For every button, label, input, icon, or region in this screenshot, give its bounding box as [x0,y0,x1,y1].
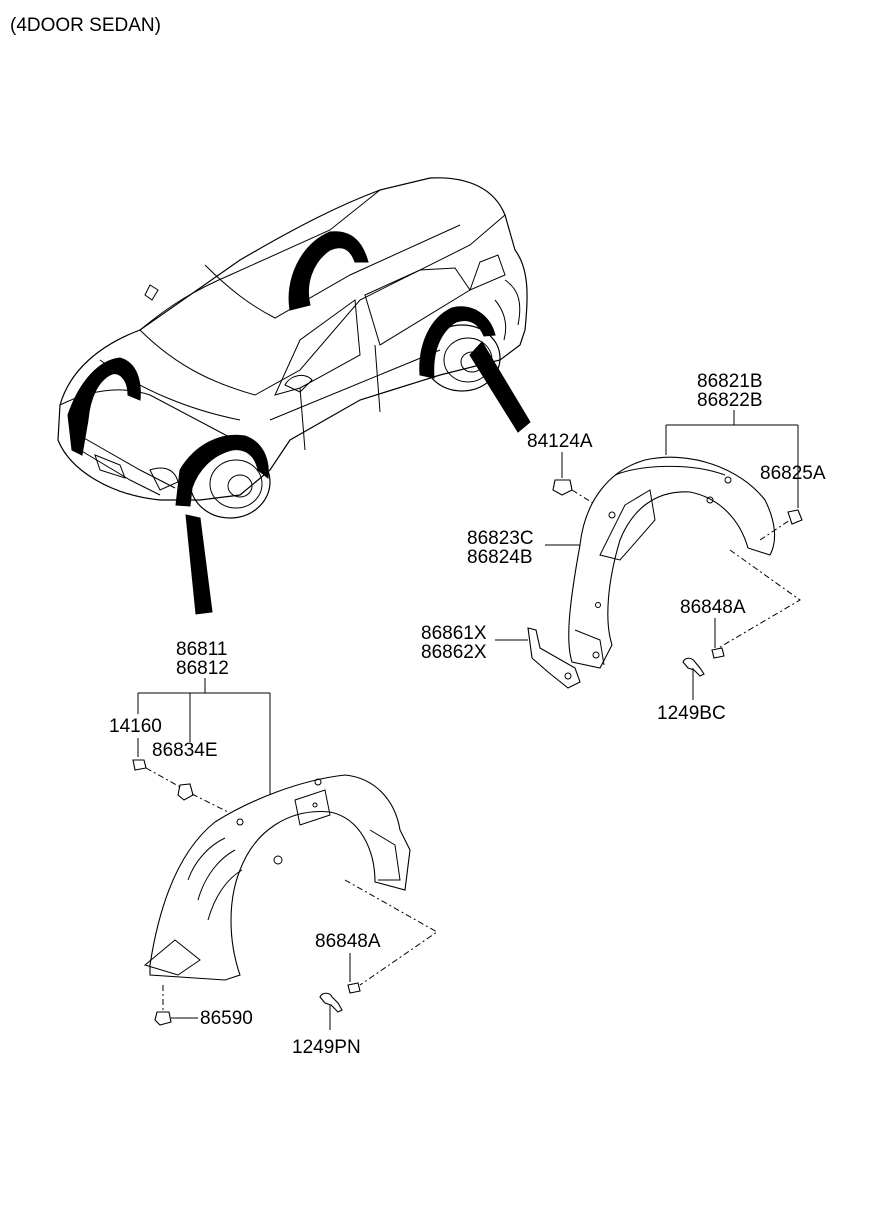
front-liner-highlight-left [67,357,141,456]
label-86811: 86811 [176,639,227,660]
front-liner-group: 86811 86812 14160 86834E 86848A 1249PN [109,639,438,1058]
car-illustration [57,177,531,615]
label-86823C: 86823C [467,528,534,549]
label-1249PN: 1249PN [292,1037,361,1058]
label-1249BC: 1249BC [657,703,726,724]
label-86590: 86590 [200,1008,253,1029]
rear-wheel-liner [568,456,776,669]
front-nut-86590 [154,1011,172,1026]
label-rear-86848A: 86848A [680,597,746,618]
rear-nut-84124A [552,479,573,496]
rear-pointer-arrow [469,341,531,433]
label-86822B: 86822B [697,390,763,411]
rear-clip-86825A [787,509,803,525]
rear-screw-1249BC [682,657,705,677]
label-14160: 14160 [109,716,162,737]
label-86812: 86812 [176,658,229,679]
front-liner-highlight-right [175,434,269,507]
front-wheel-liner [149,774,411,981]
label-86824B: 86824B [467,547,533,568]
label-86862X: 86862X [421,642,487,663]
front-clip-86848A [347,982,361,994]
label-86821B: 86821B [697,371,763,392]
rear-liner-highlight-right [419,306,496,379]
front-screw-1249PN [319,992,343,1013]
label-86834E: 86834E [152,740,218,761]
rear-liner-group: 86821B 86822B 84124A 86825A 86823C 86824… [421,371,826,724]
label-84124A: 84124A [527,431,593,452]
front-pointer-arrow [185,514,213,615]
front-nut-86834E [177,783,194,801]
label-86825A: 86825A [760,463,826,484]
rear-liner-highlight-top [288,231,369,311]
label-86861X: 86861X [421,623,487,644]
label-front-86848A: 86848A [315,931,381,952]
front-bolt-14160 [132,759,147,771]
rear-clip-86848A [711,647,725,659]
diagram-title: (4DOOR SEDAN) [10,15,161,36]
